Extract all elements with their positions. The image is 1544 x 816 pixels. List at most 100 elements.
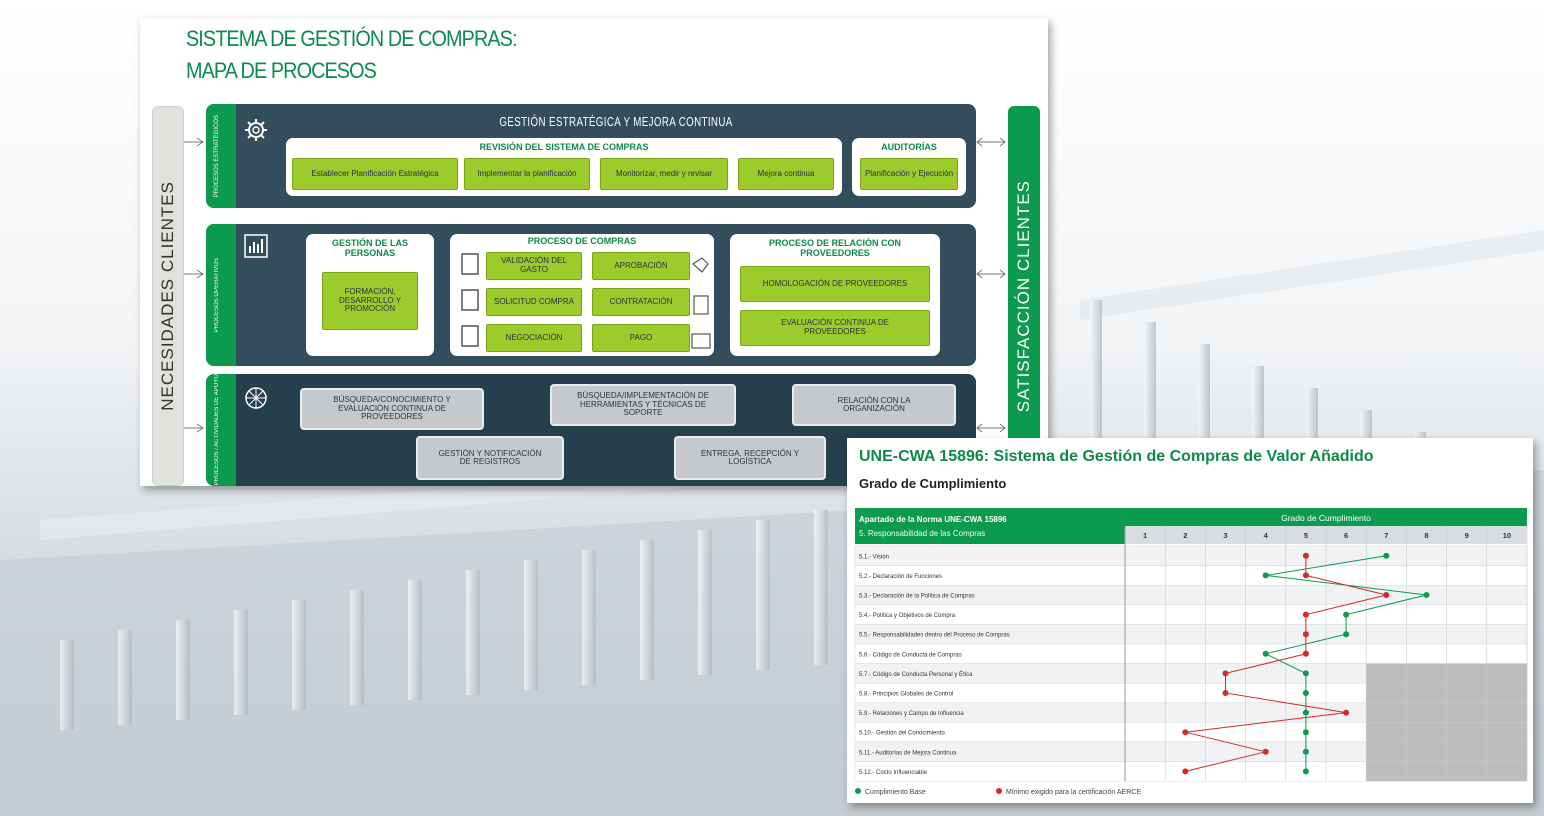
row-label: 5.7.- Código de Conducta Personal y Étic… <box>859 671 973 678</box>
table-row <box>854 565 1528 586</box>
bg-pillar <box>466 570 480 695</box>
arrow-icon <box>184 137 204 147</box>
data-point-minimum <box>1302 650 1309 657</box>
data-point-base <box>1302 670 1309 677</box>
people-item: FORMACIÓN, DESARROLLO Y PROMOCIÓN <box>322 272 418 330</box>
process-map-slide: SISTEMA DE GESTIÓN DE COMPRAS: MAPA DE P… <box>140 18 1048 486</box>
data-point-minimum <box>1182 768 1189 775</box>
table-row <box>854 604 1528 625</box>
row-label: 5.8.- Principios Globales de Control <box>859 692 953 698</box>
x-tick-label: 5 <box>1304 531 1308 540</box>
row-label: 5.2.- Declaración de Funciones <box>859 574 942 580</box>
map-title-line1: SISTEMA DE GESTIÓN DE COMPRAS: <box>186 26 517 51</box>
compliance-title: UNE-CWA 15896: Sistema de Gestión de Com… <box>859 448 1374 465</box>
row-label: 5.12.- Costo Influenciable <box>859 770 928 776</box>
bg-pillar <box>756 520 770 670</box>
purchase-item: NEGOCIACIÓN <box>486 324 582 352</box>
x-tick-label: 3 <box>1223 531 1227 540</box>
network-icon <box>245 387 267 409</box>
data-point-minimum <box>1222 670 1229 677</box>
data-point-base <box>1423 592 1430 598</box>
data-point-minimum <box>1182 729 1189 736</box>
bg-pillar <box>176 620 190 720</box>
x-tick-label: 6 <box>1344 531 1348 540</box>
support-item: BÚSQUEDA/IMPLEMENTACIÓN DE HERRAMIENTAS … <box>550 384 736 426</box>
people-box: GESTIÓN DE LAS PERSONAS FORMACIÓN, DESAR… <box>306 234 434 356</box>
bg-pillar <box>698 530 712 675</box>
table-header-right-bg <box>1125 508 1527 526</box>
data-point-base <box>1302 768 1309 775</box>
support-item: GESTIÓN Y NOTIFICACIÓN DE REGISTROS <box>416 436 564 480</box>
supplier-item: HOMOLOGACIÓN DE PROVEEDORES <box>740 266 930 302</box>
bg-pillar <box>640 540 654 680</box>
row-label: 5.11.- Auditorías de Mejora Continua <box>859 750 957 756</box>
hand-icon <box>691 257 711 349</box>
operative-band: PROCESOS OPERATIVOS GESTIÓN DE LAS PERSO… <box>206 224 976 366</box>
data-point-base <box>1302 748 1309 755</box>
legend-red-label: Mínimo exigido para la certificación AER… <box>1006 789 1141 796</box>
audit-box: AUDITORÍAS Planificación y Ejecución <box>852 138 966 196</box>
x-tick-label: 4 <box>1264 531 1269 540</box>
purchase-item: VALIDACIÓN DEL GASTO <box>486 252 582 280</box>
row-label: 5.6.- Código de Conducta de Compras <box>859 652 962 658</box>
row-label: 5.9.- Relaciones y Campo de Influencia <box>859 711 964 717</box>
data-point-base <box>1343 611 1350 618</box>
purchase-item: PAGO <box>592 324 690 352</box>
data-point-minimum <box>1383 592 1390 598</box>
table-header-left-2: 5. Responsabilidad de las Compras <box>859 529 985 538</box>
x-tick-label: 7 <box>1384 531 1388 540</box>
bg-pillar <box>1090 300 1102 460</box>
double-arrow-icon <box>976 269 1006 279</box>
bg-pillar <box>582 550 596 685</box>
gear-icon <box>245 119 267 141</box>
compliance-chart: Apartado de la Norma UNE-CWA 15896 5. Re… <box>854 508 1528 796</box>
document-icon <box>461 253 479 347</box>
purchase-item: APROBACIÓN <box>592 252 690 280</box>
bg-pillar <box>292 600 306 710</box>
support-band-label: PROCESOS / ACTIVIDADES DE APOYO <box>206 374 236 486</box>
row-label: 5.5.- Responsabilidades dentro del Proce… <box>859 633 1010 639</box>
row-label: 5.4.- Política y Objetivos de Compra <box>859 613 956 619</box>
strategic-band: PROCESOS ESTRATÉGICOS GESTIÓN ESTRATÉGIC… <box>206 104 976 208</box>
row-label: 5.10.- Gestión del Conocimiento <box>859 731 945 737</box>
map-title-line2: MAPA DE PROCESOS <box>186 58 377 83</box>
data-point-minimum <box>1302 631 1309 638</box>
bg-pillar <box>408 580 422 700</box>
support-item: BÚSQUEDA/CONOCIMIENTO Y EVALUACIÓN CONTI… <box>300 388 484 430</box>
bar-chart-icon <box>244 234 268 258</box>
arrow-icon <box>184 423 204 433</box>
support-item: ENTREGA, RECEPCIÓN Y LOGÍSTICA <box>674 436 826 480</box>
revision-box: REVISIÓN DEL SISTEMA DE COMPRAS Establec… <box>286 138 842 196</box>
legend-red-marker <box>996 788 1002 794</box>
data-point-base <box>1343 631 1350 638</box>
x-tick-label: 1 <box>1143 531 1147 540</box>
table-row <box>854 545 1528 566</box>
row-label: 5.3.- Declaración de la Política de Comp… <box>859 594 975 600</box>
row-label: 5.1.- Visión <box>859 554 889 560</box>
purchase-title: PROCESO DE COMPRAS <box>527 236 637 246</box>
operative-band-label: PROCESOS OPERATIVOS <box>206 224 236 366</box>
supplier-title: PROCESO DE RELACIÓN CON PROVEEDORES <box>768 238 901 259</box>
needs-sidebar: NECESIDADES CLIENTES <box>152 106 184 486</box>
supplier-box: PROCESO DE RELACIÓN CON PROVEEDORES HOMO… <box>730 234 940 356</box>
revision-item: Monitorizar, medir y revisar <box>600 158 728 190</box>
x-tick-label: 9 <box>1465 531 1469 540</box>
x-tick-label: 2 <box>1183 531 1187 540</box>
needs-sidebar-label: NECESIDADES CLIENTES <box>158 181 177 411</box>
bg-pillar <box>60 640 74 730</box>
table-header-left-1: Apartado de la Norma UNE-CWA 15896 <box>859 515 1007 524</box>
data-point-minimum <box>1302 572 1309 579</box>
bg-pillar <box>118 630 132 725</box>
double-arrow-icon <box>976 423 1006 433</box>
purchase-item: SOLICITUD COMPRA <box>486 288 582 316</box>
data-point-minimum <box>1222 690 1229 696</box>
x-tick-label: 8 <box>1424 531 1428 540</box>
revision-item: Mejora continua <box>738 158 834 190</box>
data-point-base <box>1262 650 1269 657</box>
data-point-minimum <box>1343 709 1350 716</box>
audit-item: Planificación y Ejecución <box>860 158 958 190</box>
revision-title: REVISIÓN DEL SISTEMA DE COMPRAS <box>479 142 649 152</box>
data-point-minimum <box>1302 552 1309 559</box>
purchase-item: CONTRATACIÓN <box>592 288 690 316</box>
strategic-header: GESTIÓN ESTRATÉGICA Y MEJORA CONTINUA <box>499 114 733 129</box>
